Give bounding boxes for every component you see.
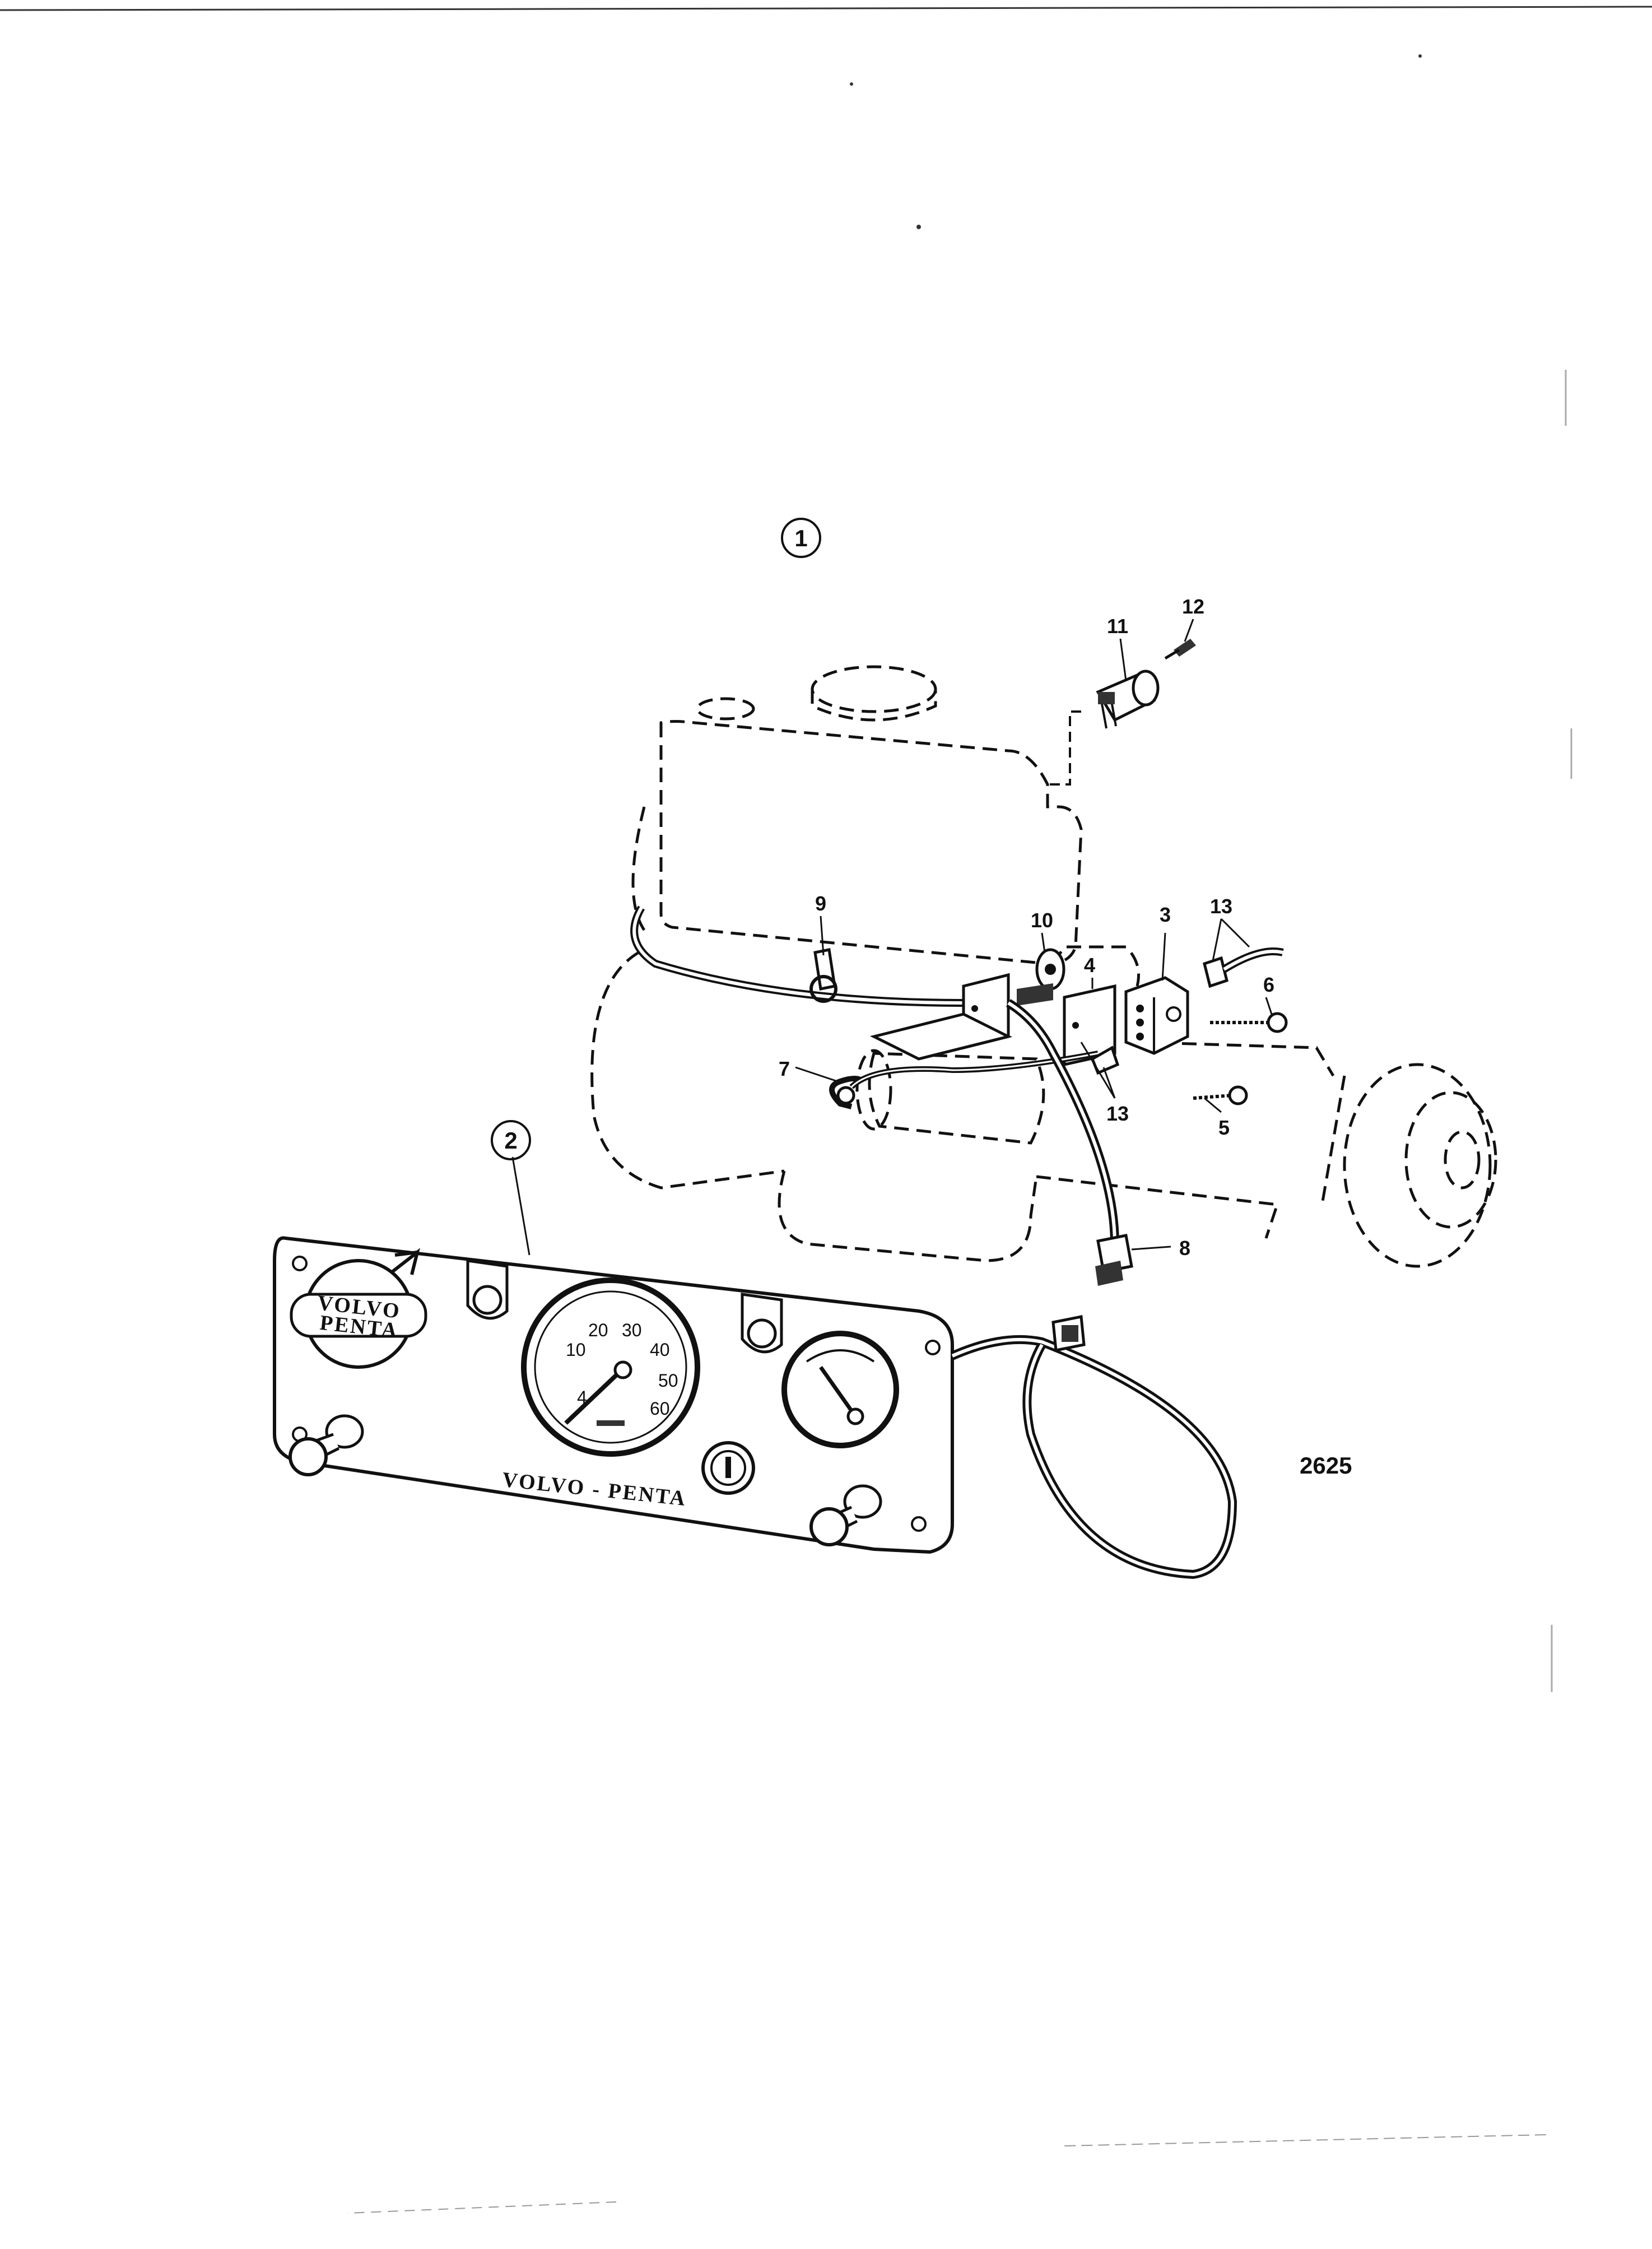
cable-9-outer — [630, 905, 964, 1007]
oil-pressure-sensor — [1096, 670, 1160, 729]
tick-30: 30 — [622, 1320, 642, 1340]
large-cap-side — [811, 689, 937, 722]
screw-5 — [1193, 1085, 1248, 1105]
sensor-screw — [1164, 639, 1196, 660]
ignition-switch — [701, 1441, 755, 1495]
callout-9: 9 — [815, 892, 826, 915]
sender-leader — [1048, 710, 1081, 786]
callout-2: 2 — [504, 1127, 517, 1154]
flywheel-hub — [1404, 1091, 1497, 1229]
callout-1: 1 — [794, 525, 807, 551]
warning-lamp-left — [466, 1259, 509, 1320]
shaft-line — [1137, 1040, 1335, 1077]
mounting-bracket — [869, 973, 1116, 1067]
tick-40: 40 — [650, 1340, 670, 1360]
callout-4: 4 — [1084, 954, 1095, 977]
panel-harness-connector — [1051, 1315, 1086, 1352]
leader-lines — [511, 619, 1273, 1256]
large-cap-outline — [811, 665, 937, 713]
terminal-block — [1124, 976, 1189, 1055]
tick-50: 50 — [658, 1370, 678, 1391]
starter-end — [855, 1049, 892, 1131]
callout-3: 3 — [1160, 903, 1171, 926]
figure-number: 2625 — [1300, 1452, 1352, 1479]
knob-right — [809, 1484, 882, 1546]
engine-block-top — [1051, 945, 1140, 987]
cable-connector-10 — [1017, 948, 1065, 1006]
scan-speck — [916, 225, 921, 229]
starter-outline — [868, 1052, 1045, 1145]
tick-4: 4 — [577, 1387, 587, 1407]
callout-13-top: 13 — [1210, 895, 1232, 918]
tick-20: 20 — [588, 1320, 608, 1340]
cable-9-inner — [632, 907, 964, 1005]
secondary-gauge — [781, 1331, 899, 1448]
flywheel-center — [1444, 1130, 1481, 1189]
engine-base — [1036, 1175, 1279, 1239]
panel-harness — [950, 1335, 1237, 1579]
engine-outline — [590, 665, 1497, 1268]
screw-6 — [1210, 1012, 1288, 1033]
callout-11: 11 — [1107, 615, 1128, 638]
cable-plug-top — [1203, 947, 1284, 988]
flywheel-outline — [1343, 1063, 1492, 1268]
warning-lamp-right — [741, 1293, 783, 1354]
callout-13-bottom: 13 — [1106, 1102, 1129, 1125]
callout-6: 6 — [1263, 973, 1274, 996]
page-top-rule — [0, 6, 1652, 11]
engine-block-left — [590, 951, 785, 1189]
callout-10: 10 — [1031, 909, 1053, 932]
callout-8: 8 — [1179, 1237, 1190, 1260]
tachometer-needle — [564, 1368, 623, 1425]
cable-clip — [809, 948, 837, 1003]
callout-circle-1 — [781, 518, 821, 558]
tick-60: 60 — [650, 1398, 670, 1419]
knob-left — [288, 1414, 364, 1476]
scan-speck — [1418, 54, 1422, 58]
reservoir-outline — [659, 720, 1083, 965]
callout-12: 12 — [1182, 595, 1204, 618]
scan-speck — [850, 82, 853, 86]
engine-sump — [778, 1170, 1038, 1262]
harness-8-connector — [1095, 1234, 1133, 1286]
callout-5: 5 — [1218, 1116, 1230, 1139]
page-bottom-rule — [1064, 2134, 1547, 2146]
callout-7: 7 — [779, 1057, 790, 1080]
tick-10: 10 — [566, 1340, 586, 1360]
callout-circle-2 — [491, 1120, 531, 1160]
volvo-emblem — [290, 1248, 427, 1369]
ground-eyelet — [836, 1086, 855, 1105]
tachometer — [521, 1277, 700, 1457]
page-bottom-rule-2 — [347, 2201, 617, 2214]
small-cap-outline — [696, 697, 755, 721]
flywheel-housing — [1320, 1075, 1346, 1205]
